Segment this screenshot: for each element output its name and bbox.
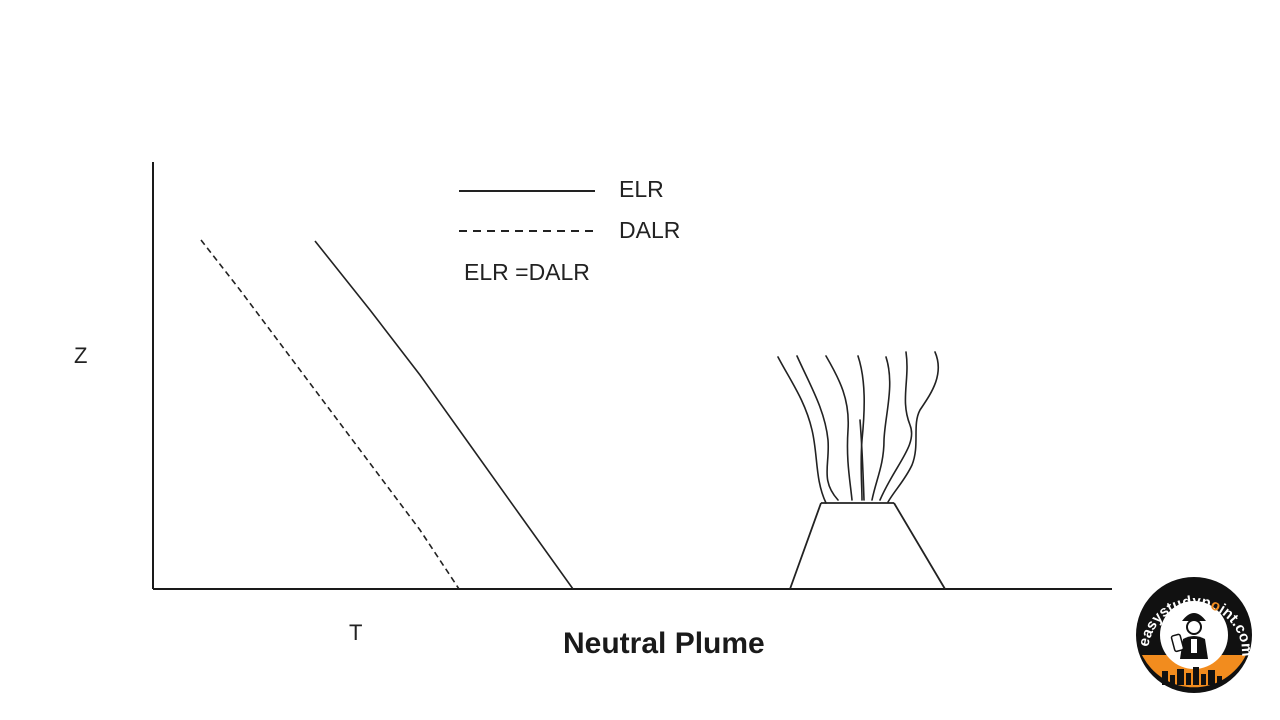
plume-wisps (777, 351, 940, 504)
legend-condition-label: ELR =DALR (464, 259, 590, 285)
legend-solid-label: ELR (619, 176, 664, 202)
diagram-title: Neutral Plume (563, 627, 765, 660)
chimney-stack (789, 502, 946, 590)
y-axis-label: Z (74, 343, 88, 368)
elr-line (314, 240, 574, 590)
legend-dashed-label: DALR (619, 217, 681, 243)
dalr-line (200, 239, 460, 590)
brand-logo: easystudypoint.com (1128, 575, 1260, 695)
engineer-icon (1170, 613, 1208, 659)
x-axis-label: T (349, 620, 363, 645)
logo-graphic: easystudypoint.com (1135, 577, 1255, 693)
